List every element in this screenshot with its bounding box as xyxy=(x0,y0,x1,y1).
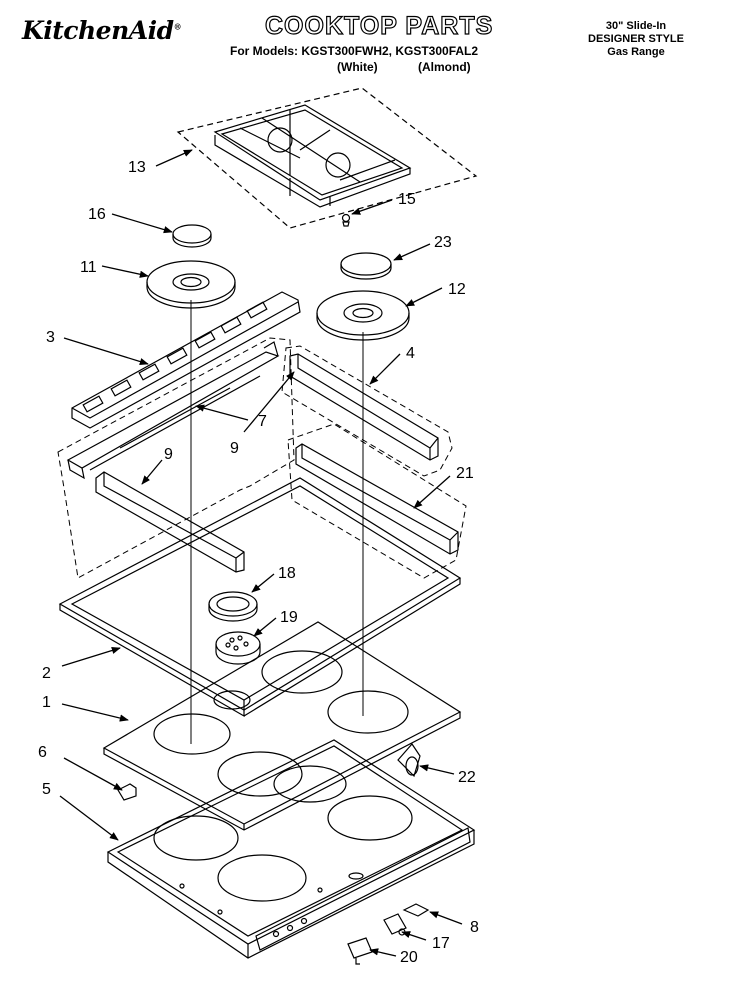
color-white-label: (White) xyxy=(337,60,378,74)
callout-15: 15 xyxy=(398,191,416,208)
brand-logo: KitchenAid® xyxy=(22,16,182,45)
part-cooktop-1 xyxy=(102,621,462,831)
color-almond-label: (Almond) xyxy=(418,60,471,74)
callout-19: 19 xyxy=(280,609,298,626)
part-rail-4 xyxy=(281,345,453,477)
callout-6: 6 xyxy=(38,744,47,761)
callout-5: 5 xyxy=(42,781,51,798)
part-bracket-8 xyxy=(402,903,430,917)
brand-name: KitchenAid xyxy=(22,16,174,45)
callout-3: 3 xyxy=(46,329,55,346)
callout-1: 1 xyxy=(42,694,51,711)
part-frame-gasket-2 xyxy=(58,477,462,718)
callout-17: 17 xyxy=(432,935,450,952)
part-rail-7 xyxy=(57,337,295,579)
part-grate-assembly xyxy=(176,87,478,229)
callout-23: 23 xyxy=(434,234,452,251)
spec-block: 30" Slide-In DESIGNER STYLE Gas Range xyxy=(566,20,706,59)
brand-mark: ® xyxy=(173,21,182,32)
part-switch-20 xyxy=(347,937,373,965)
callout-8: 8 xyxy=(470,919,479,936)
leader-arrows xyxy=(59,149,463,957)
callout-11: 11 xyxy=(80,259,97,276)
part-valve-22 xyxy=(397,743,421,778)
callout-16: 16 xyxy=(88,206,106,223)
callout-9b: 9 xyxy=(230,440,239,457)
part-burner-19 xyxy=(215,631,261,665)
callout-18: 18 xyxy=(278,565,296,582)
callout-13: 13 xyxy=(128,159,146,176)
spec-line-1: 30" Slide-In xyxy=(605,20,667,32)
callout-7: 7 xyxy=(258,413,267,430)
part-burner-cap-16 xyxy=(172,224,212,244)
callout-9a: 9 xyxy=(164,446,173,463)
part-burner-cap-23 xyxy=(340,252,392,276)
callout-labels: 13 15 16 23 11 12 3 4 7 9 9 21 18 19 2 1… xyxy=(38,159,479,966)
spec-line-3: Gas Range xyxy=(607,46,665,58)
part-burner-ring-18 xyxy=(208,591,258,622)
part-base-pan-5 xyxy=(106,739,476,959)
part-screw-15 xyxy=(341,213,351,227)
callout-20: 20 xyxy=(400,949,418,966)
callout-12: 12 xyxy=(448,281,466,298)
callout-21: 21 xyxy=(456,465,474,482)
part-support-bar-9a xyxy=(95,471,245,573)
models-line: For Models: KGST300FWH2, KGST300FAL2 xyxy=(230,44,479,58)
callout-4: 4 xyxy=(406,345,415,362)
part-vent-trim-3 xyxy=(71,291,301,429)
spec-line-2: DESIGNER STYLE xyxy=(588,33,684,45)
page-title: COOKTOP PARTS xyxy=(264,11,494,40)
part-clip-6 xyxy=(117,783,137,801)
callout-22: 22 xyxy=(458,769,476,786)
part-trim-bar-21 xyxy=(287,423,467,579)
callout-2: 2 xyxy=(42,665,51,682)
